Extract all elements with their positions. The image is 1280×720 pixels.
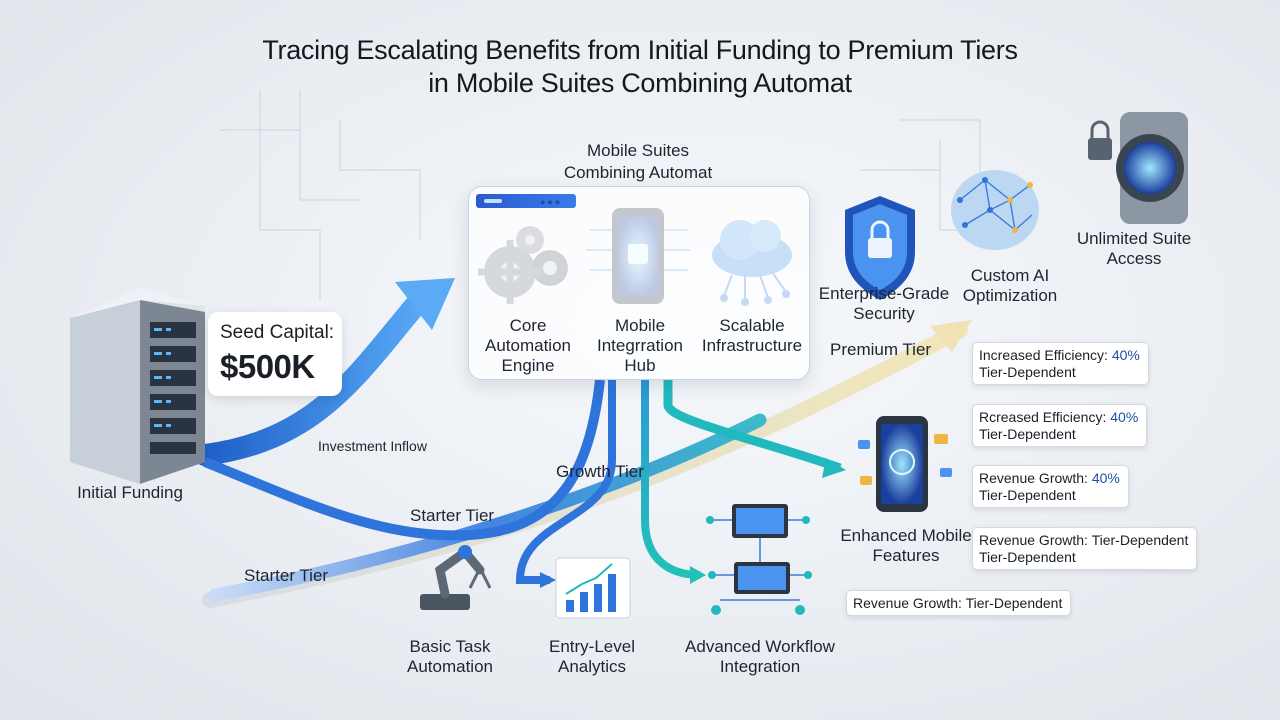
window-bar xyxy=(476,194,576,208)
investment-arrowhead xyxy=(395,278,455,330)
starter-tier-label-mid: Starter Tier xyxy=(410,506,495,525)
starter-tier-label-left: Starter Tier xyxy=(244,566,329,585)
core-panel-title: Mobile Suites Combining Automat xyxy=(563,141,713,182)
server-rack-icon xyxy=(70,288,205,484)
title-line-2: in Mobile Suites Combining Automat xyxy=(428,68,852,98)
page-title: Tracing Escalating Benefits from Initial… xyxy=(140,34,1140,100)
workflow-network-icon xyxy=(706,504,812,615)
metric-card-1: Increased Efficiency: 40% Tier-Dependent xyxy=(972,342,1149,385)
investment-inflow-label: Investment Inflow xyxy=(318,438,427,454)
feature-advanced-workflow: Advanced Workflow Integration xyxy=(685,637,835,676)
seed-capital-label: Seed Capital: xyxy=(220,322,335,343)
title-line-1: Tracing Escalating Benefits from Initial… xyxy=(262,35,1018,65)
module-core-automation: Core Automation Engine xyxy=(485,316,571,375)
starter-flow-band xyxy=(208,413,767,602)
feature-unlimited-access: Unlimited Suite Access xyxy=(1076,229,1192,268)
initial-funding-label: Initial Funding xyxy=(77,483,183,502)
feature-custom-ai: Custom AI Optimization xyxy=(962,266,1058,305)
shield-lock-icon xyxy=(845,196,915,300)
module-mobile-integration: Mobile Integrration Hub xyxy=(597,316,683,375)
feature-enterprise-security: Enterprise-Grade Security xyxy=(818,284,950,323)
core-to-mobile-flow xyxy=(663,380,842,473)
metric-card-5: Revenue Growth: Tier-Dependent xyxy=(846,590,1072,616)
feature-basic-task-automation: Basic Task Automation xyxy=(407,637,493,676)
metric-card-4: Revenue Growth: Tier-Dependent Tier-Depe… xyxy=(972,527,1198,570)
vault-lock-icon xyxy=(1088,112,1188,224)
core-suite-panel xyxy=(468,186,810,380)
seed-capital-card: Seed Capital: $500K xyxy=(208,312,342,396)
mobile-features-icon xyxy=(858,416,952,512)
investment-arrow xyxy=(194,289,431,466)
metric-card-2: Rcreased Efficiency: 40% Tier-Dependent xyxy=(972,404,1148,447)
metric-card-3: Revenue Growth: 40% Tier-Dependent xyxy=(972,465,1129,508)
bar-chart-icon xyxy=(555,557,631,619)
ai-brain-icon xyxy=(951,170,1039,250)
window-dots: ●●● xyxy=(540,197,563,207)
robot-arm-icon xyxy=(420,545,492,610)
premium-tier-label: Premium Tier xyxy=(830,340,932,359)
premium-arrowhead xyxy=(930,320,972,352)
circuit-lines xyxy=(220,90,1010,300)
growth-tier-label: Growth Tier xyxy=(556,462,644,481)
feature-enhanced-mobile: Enhanced Mobile Features xyxy=(840,526,972,565)
core-to-workflow-flow xyxy=(641,380,701,579)
seed-capital-value: $500K xyxy=(220,348,315,385)
core-to-analytics-flow xyxy=(515,380,616,584)
starter-tier-flow xyxy=(203,379,605,541)
feature-entry-level-analytics: Entry-Level Analytics xyxy=(549,637,635,676)
module-scalable-infrastructure: Scalable Infrastructure xyxy=(701,316,803,355)
